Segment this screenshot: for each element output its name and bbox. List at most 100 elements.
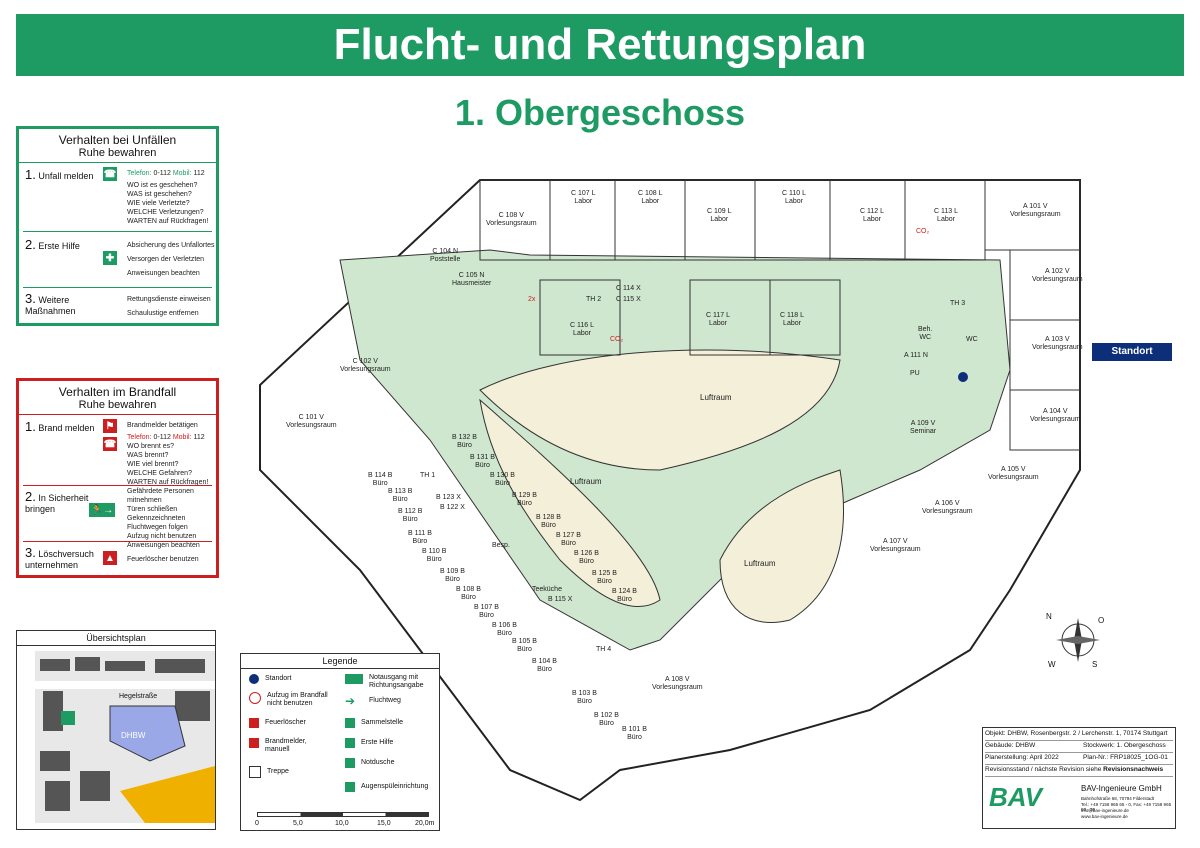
room-label: B 130 B Büro — [490, 472, 515, 487]
company-address: Bahnhofstraße 68, 70794 Filderstadt — [1081, 796, 1155, 801]
standort-marker-icon — [958, 372, 968, 382]
stair-label: TH 2 — [586, 296, 602, 303]
legend-item: Notausgang mit Richtungsangabe — [345, 674, 437, 690]
accident-step-3: 3. Weitere Maßnahmen — [25, 291, 76, 316]
legend-item: Augenspüleinrichtung — [345, 782, 428, 792]
accident-phone-line: Telefon: 0-112 Mobil: 112 — [127, 170, 205, 177]
room-label: C 102 V Vorlesungsraum — [340, 358, 391, 373]
divider — [23, 231, 212, 232]
info-objekt: Objekt: DHBW, Rosenbergstr. 2 / Lerchens… — [985, 728, 1173, 741]
company-email: info@bav-ingenieure.de — [1081, 808, 1129, 813]
compass-s: S — [1092, 660, 1098, 669]
fire-step-1-body1: Brandmelder betätigen — [127, 422, 198, 429]
room-label: A 104 V Vorlesungsraum — [1030, 408, 1081, 423]
room-label: C 118 L Labor — [780, 312, 804, 327]
room-label: B 101 B Büro — [622, 726, 647, 741]
legend-item: Standort — [249, 674, 291, 684]
room-label: C 104 N Poststelle — [430, 248, 461, 263]
room-label: B 131 B Büro — [470, 454, 495, 469]
stair-label: TH 4 — [596, 646, 612, 653]
co2-label: CO₂ — [916, 228, 930, 235]
scale-bar — [257, 812, 429, 817]
fire-step-1-body: WO brennt es? WAS brennt? WIE viel brenn… — [127, 443, 209, 486]
fire-alarm-icon — [249, 738, 259, 748]
room-label: B 102 B Büro — [594, 712, 619, 727]
company-web: www.bav-ingenieure.de — [1081, 814, 1128, 819]
room-label: C 110 L Labor — [782, 190, 806, 205]
room-label: A 105 V Vorlesungsraum — [988, 466, 1039, 481]
room-label: B 108 B Büro — [456, 586, 481, 601]
no-elevator-icon — [249, 692, 261, 704]
room-label: A 103 V Vorlesungsraum — [1032, 336, 1083, 351]
accident-box-title: Verhalten bei Unfällen — [58, 133, 177, 147]
accident-step-3-body: Rettungsdienste einweisen Schaulustige e… — [127, 296, 211, 317]
divider — [23, 485, 212, 486]
co2-label: CO₂ — [610, 336, 624, 343]
room-label: C 115 X — [616, 296, 641, 303]
fire-step-2: 2. In Sicherheit bringen — [25, 489, 89, 514]
escape-route-arrow-icon: ➔ — [345, 694, 356, 708]
room-label: A 111 N — [904, 352, 928, 359]
first-aid-icon — [345, 738, 355, 748]
stair-label: TH 1 — [420, 472, 436, 479]
room-label: B 107 B Büro — [474, 604, 499, 619]
room-label: B 128 B Büro — [536, 514, 561, 529]
plan-title: Flucht- und Rettungsplan — [16, 14, 1184, 76]
stair-label: TH 3 — [950, 300, 966, 307]
room-label: B 113 B Büro — [388, 488, 413, 503]
legend-item: Notdusche — [345, 758, 394, 768]
emergency-exit-icon: 🏃→ — [89, 503, 115, 517]
room-label: C 108 L Labor — [638, 190, 663, 205]
compass-w: W — [1048, 660, 1056, 669]
room-label: B 125 B Büro — [592, 570, 617, 585]
assembly-point-icon — [345, 718, 355, 728]
room-label: B 123 X — [436, 494, 461, 501]
legend-title: Legende — [241, 654, 439, 669]
overview-drawing — [35, 651, 215, 823]
room-label: B 110 B Büro — [422, 548, 447, 563]
room-label: C 114 X — [616, 285, 641, 292]
room-label: B 124 B Büro — [612, 588, 637, 603]
luftraum-label: Luftraum — [744, 559, 776, 568]
room-label: B 105 B Büro — [512, 638, 537, 653]
standort-label: Standort — [1092, 343, 1172, 361]
room-label: C 117 L Labor — [706, 312, 730, 327]
accident-box: Verhalten bei Unfällen Ruhe bewahren 1. … — [16, 126, 219, 326]
emergency-shower-icon — [345, 758, 355, 768]
legend-item: Aufzug im Brandfall nicht benutzen — [249, 692, 329, 708]
scale-label: 0 — [255, 820, 259, 827]
luftraum-label: Luftraum — [700, 393, 732, 402]
legend-item: Brandmelder, manuell — [249, 738, 319, 754]
title-block: Objekt: DHBW, Rosenbergstr. 2 / Lerchens… — [982, 727, 1176, 829]
room-label: C 105 N Hausmeister — [452, 272, 492, 287]
legend-item: Treppe — [249, 766, 289, 778]
floor-plan — [259, 179, 1100, 802]
scale-label: 5,0 — [293, 820, 303, 827]
fire-box-subtitle: Ruhe bewahren — [19, 399, 216, 415]
overview-title: Übersichtsplan — [17, 631, 215, 646]
eyewash-icon — [345, 782, 355, 792]
room-label: A 108 V Vorlesungsraum — [652, 676, 703, 691]
fire-box-title: Verhalten im Brandfall — [58, 385, 177, 399]
extinguisher-count: 2x — [528, 296, 536, 303]
overview-building-label: DHBW — [121, 731, 146, 740]
fire-step-3: 3. Löschversuch unternehmen — [25, 545, 94, 570]
room-label: B 122 X — [440, 504, 465, 511]
legend-item: ➔Fluchtweg — [345, 694, 401, 708]
room-label: A 107 V Vorlesungsraum — [870, 538, 921, 553]
fire-phone-line: Telefon: 0-112 Mobil: 112 — [127, 434, 205, 441]
fire-step-2-body: Gefährdete Personen mitnehmen Türen schl… — [127, 488, 200, 549]
room-label: B 114 B Büro — [368, 472, 393, 487]
accident-step-2: 2. Erste Hilfe — [25, 237, 80, 252]
scale-label: 20,0m — [415, 820, 435, 827]
fire-extinguisher-icon — [249, 718, 259, 728]
room-label: B 112 B Büro — [398, 508, 423, 523]
accident-box-subtitle: Ruhe bewahren — [19, 147, 216, 163]
compass-icon — [1056, 618, 1100, 662]
fire-step-3-body: Feuerlöscher benutzen — [127, 556, 199, 563]
room-label: B 127 B Büro — [556, 532, 581, 547]
room-label: B 109 B Büro — [440, 568, 465, 583]
divider — [23, 541, 212, 542]
fire-step-1: 1. Brand melden — [25, 419, 95, 434]
